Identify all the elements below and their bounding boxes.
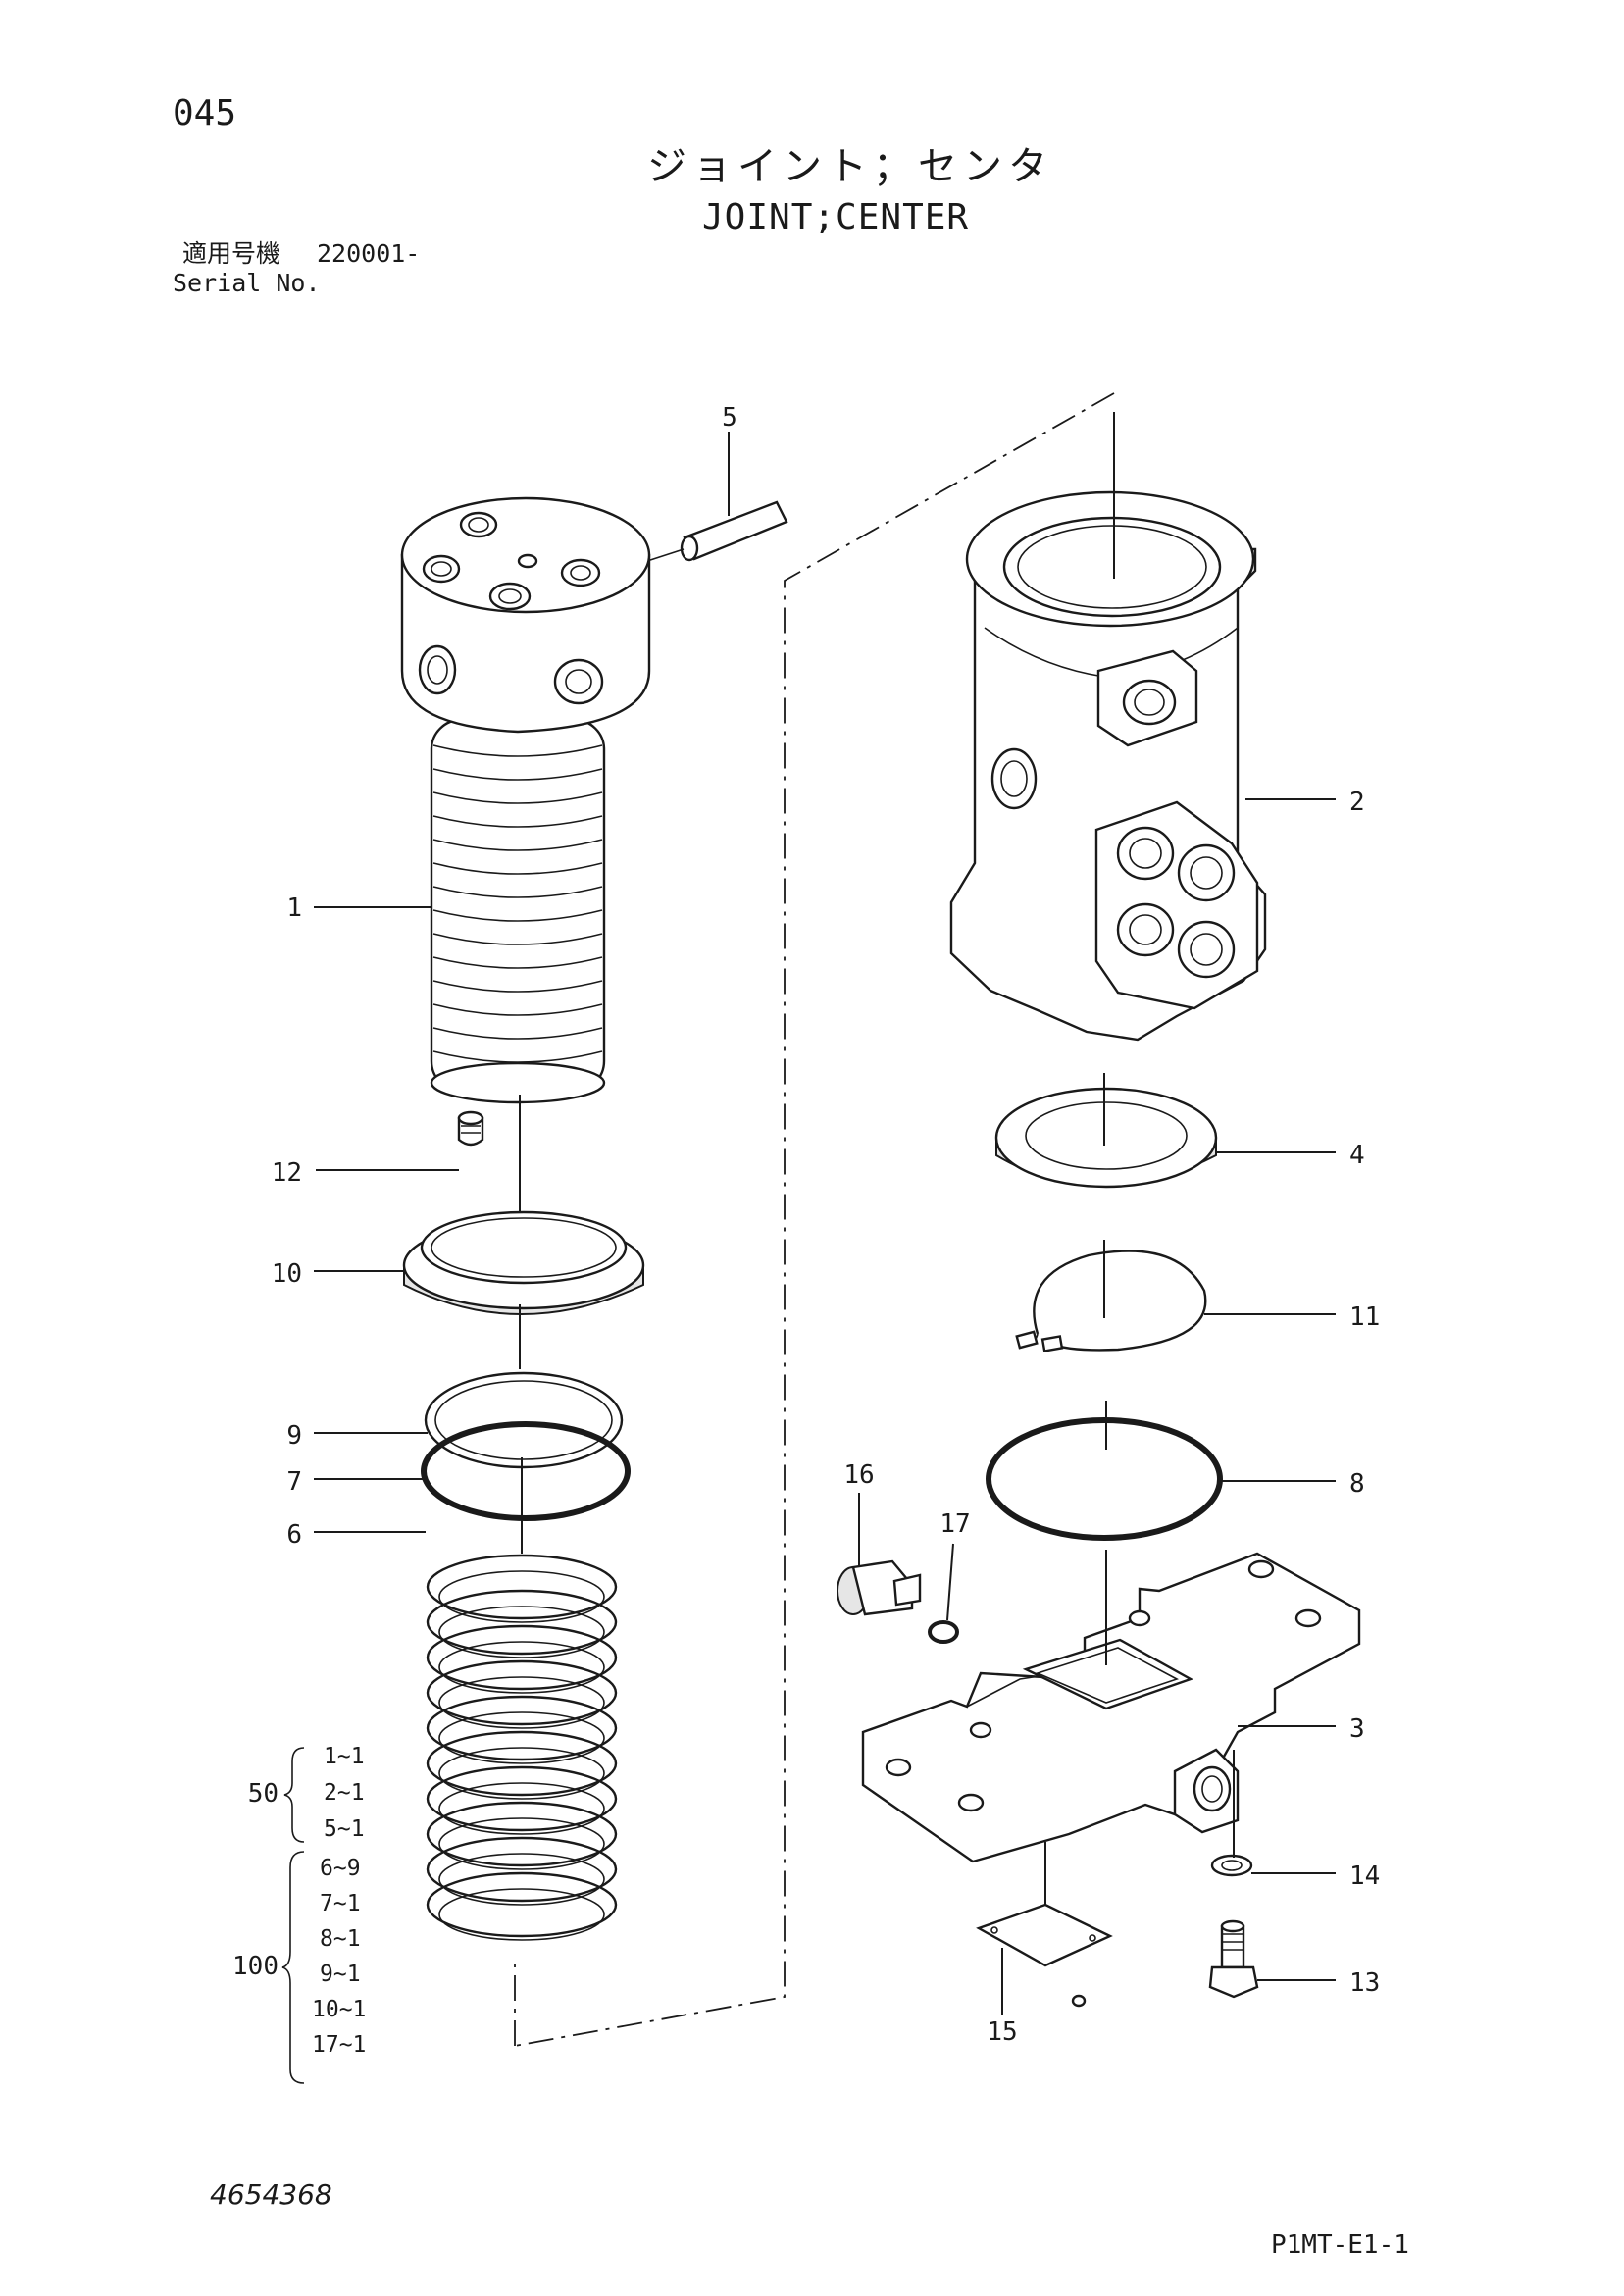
part-number: 4654368 (210, 2178, 332, 2211)
part-8-o-ring (986, 1417, 1223, 1541)
part-7-o-ring (421, 1421, 631, 1521)
callout-17: 17 (939, 1509, 970, 1539)
seal-ring (438, 1606, 605, 1658)
kit-100-item: 6~9 (320, 1856, 361, 1881)
part-9-ring (424, 1371, 624, 1469)
part-1-spindle (400, 496, 651, 1104)
seal-ring (426, 1871, 618, 1938)
seal-ring (438, 1676, 605, 1729)
title-english: JOINT;CENTER (702, 197, 970, 237)
spindle-groove (432, 815, 603, 828)
spindle-groove (432, 768, 603, 781)
callout-5: 5 (722, 403, 737, 433)
part-15-name-plate (976, 1903, 1113, 2008)
callout-12: 12 (272, 1158, 302, 1188)
callout-8: 8 (1349, 1469, 1365, 1499)
assembly-boundary (514, 392, 1115, 2047)
spindle-grooves (432, 744, 603, 1063)
leader-lines (314, 798, 1336, 2015)
serial-label-japanese: 適用号機 (182, 239, 281, 268)
part-16-plug (837, 1559, 922, 1616)
serial-label-english: Serial No. (173, 269, 321, 297)
callout-2: 2 (1349, 788, 1365, 817)
title-japanese: ジョイント；センタ (647, 144, 1053, 189)
part-13-bolt (1208, 1919, 1259, 1999)
part-10-seal (402, 1210, 645, 1315)
kit-100-item: 17~1 (312, 2032, 366, 2058)
spindle-groove (432, 909, 603, 922)
seal-ring (426, 1624, 618, 1691)
seal-ring (438, 1853, 605, 1906)
spindle-groove (432, 1003, 603, 1016)
callout-7: 7 (286, 1467, 302, 1497)
seal-ring (438, 1747, 605, 1800)
part-3-cover (861, 1552, 1361, 1863)
seal-ring (426, 1554, 618, 1620)
spindle-groove (432, 839, 603, 851)
seal-ring (438, 1782, 605, 1835)
spindle-groove (432, 862, 603, 875)
part-17-o-ring (928, 1620, 959, 1644)
callout-13: 13 (1349, 1968, 1380, 1998)
spindle-groove (432, 956, 603, 969)
kit-50-item: 2~1 (324, 1780, 365, 1806)
kit-50-item: 5~1 (324, 1816, 365, 1842)
serial-value: 220001- (317, 239, 421, 268)
spindle-groove (432, 791, 603, 804)
callout-16: 16 (843, 1460, 874, 1490)
kit-50-item: 1~1 (324, 1744, 365, 1769)
callout-14: 14 (1349, 1862, 1380, 1891)
seal-ring (426, 1589, 618, 1656)
callout-11: 11 (1349, 1302, 1380, 1332)
kit-100-item: 9~1 (320, 1962, 361, 1987)
kit-100-item: 8~1 (320, 1926, 361, 1952)
part-12-plug (457, 1110, 484, 1147)
kit-100: 100 6~9 7~1 8~1 9~1 10~1 17~1 (232, 1851, 366, 2084)
callout-9: 9 (286, 1421, 302, 1451)
part-5-pin (646, 432, 788, 562)
drawing-number: P1MT-E1-1 (1271, 2230, 1409, 2260)
spindle-groove (432, 933, 603, 945)
seal-ring (426, 1730, 618, 1797)
kit-100-item: 7~1 (320, 1891, 361, 1916)
callout-3: 3 (1349, 1714, 1365, 1744)
kit-50-number: 50 (248, 1779, 279, 1809)
part-14-washer (1210, 1854, 1253, 1877)
kit-100-number: 100 (232, 1952, 279, 1981)
callout-10: 10 (272, 1259, 302, 1289)
callout-labels: 1 2 3 4 5 6 7 8 9 10 11 12 13 14 15 16 1… (272, 403, 1381, 2047)
part-4-thrust-ring (994, 1087, 1218, 1189)
spindle-groove (432, 1027, 603, 1040)
callout-1: 1 (286, 893, 302, 923)
seal-ring (426, 1836, 618, 1903)
kit-50: 50 1~1 2~1 5~1 (248, 1744, 365, 1843)
spindle-groove (432, 744, 603, 757)
part-6-seal-stack (426, 1554, 618, 1941)
seal-ring (426, 1659, 618, 1726)
part-11-snap-ring (1015, 1250, 1207, 1352)
page-number: 045 (173, 93, 237, 133)
seal-ring (438, 1641, 605, 1694)
callout-15: 15 (987, 2017, 1017, 2047)
spindle-groove (432, 886, 603, 898)
seal-ring (438, 1888, 605, 1941)
callout-4: 4 (1349, 1141, 1365, 1170)
kit-100-item: 10~1 (312, 1997, 366, 2022)
seal-ring (438, 1711, 605, 1764)
seal-ring (426, 1801, 618, 1867)
seal-ring (426, 1695, 618, 1761)
seal-ring (438, 1570, 605, 1623)
seal-ring (438, 1817, 605, 1870)
spindle-groove (432, 980, 603, 993)
seal-ring (426, 1765, 618, 1832)
part-2-body (949, 490, 1267, 1042)
callout-6: 6 (286, 1520, 302, 1550)
